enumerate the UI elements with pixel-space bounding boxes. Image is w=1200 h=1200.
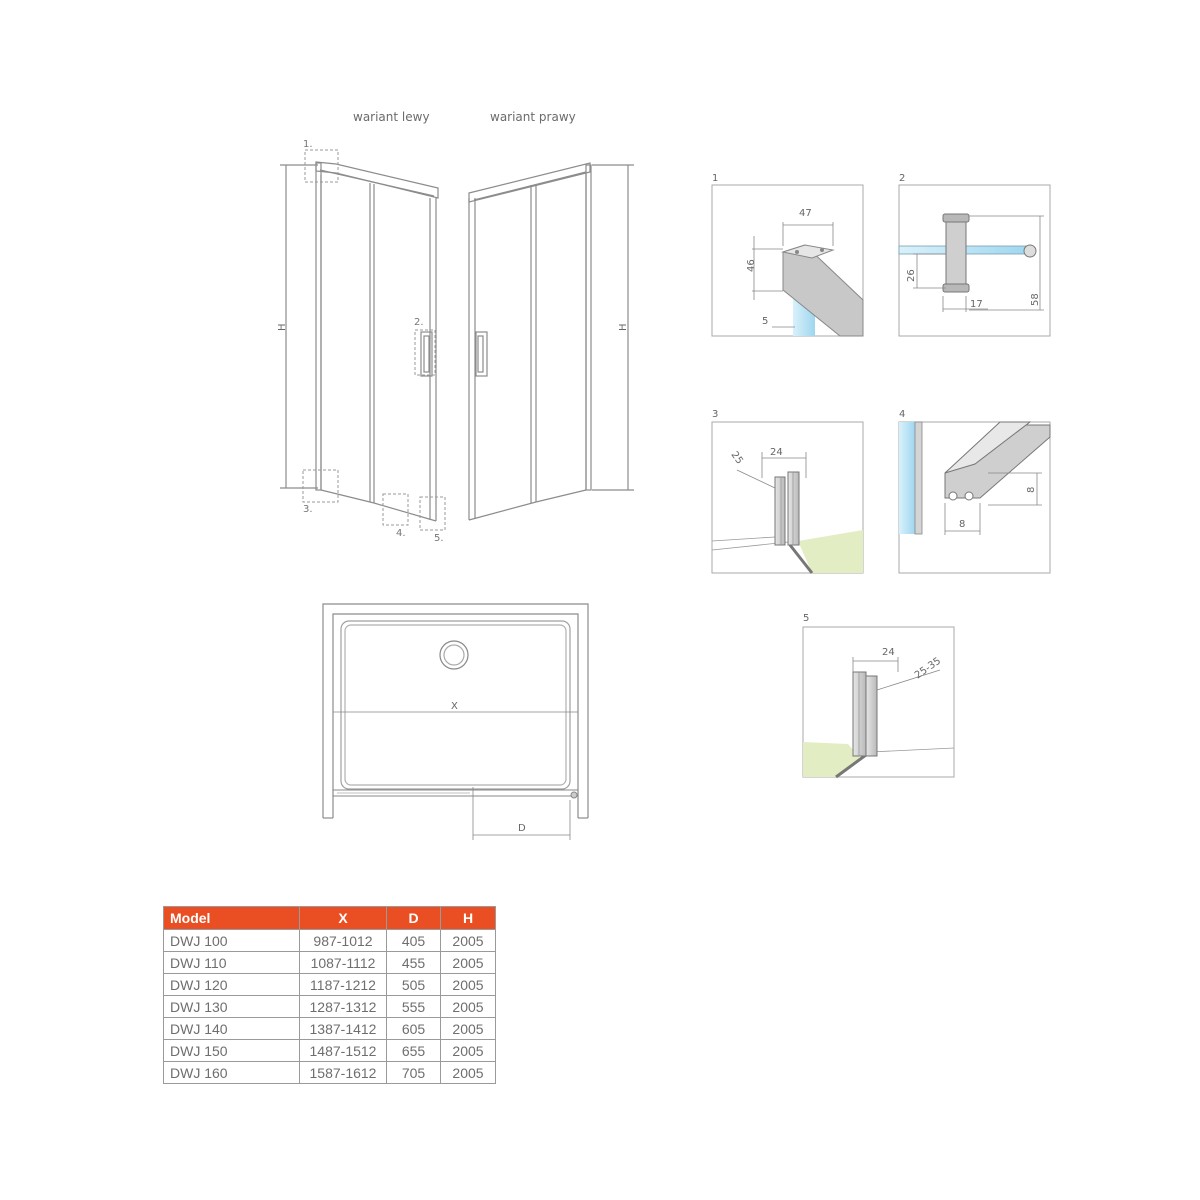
detail-3-number: 3 xyxy=(712,409,718,420)
table-row: DWJ 130 1287-1312 555 2005 xyxy=(163,995,496,1018)
right-variant-elevation xyxy=(468,162,634,521)
cell-h: 2005 xyxy=(440,1039,496,1062)
detail-1 xyxy=(711,184,864,337)
cell-d: 555 xyxy=(386,995,441,1018)
detail-4-dim-height: 8 xyxy=(1026,487,1037,493)
header-x: X xyxy=(299,906,387,930)
table-row: DWJ 150 1487-1512 655 2005 xyxy=(163,1039,496,1062)
cell-h: 2005 xyxy=(440,995,496,1018)
table-row: DWJ 110 1087-1112 455 2005 xyxy=(163,951,496,974)
detail-5 xyxy=(802,626,955,779)
callout-2: 2. xyxy=(414,317,424,328)
cell-h: 2005 xyxy=(440,1017,496,1040)
table-row: DWJ 140 1387-1412 605 2005 xyxy=(163,1017,496,1040)
detail-1-dim-height: 46 xyxy=(746,259,757,272)
table-header-row: Model X D H xyxy=(163,906,496,930)
table-row: DWJ 160 1587-1612 705 2005 xyxy=(163,1061,496,1084)
cell-model: DWJ 100 xyxy=(163,929,300,952)
detail-4 xyxy=(898,421,1051,574)
cell-h: 2005 xyxy=(440,973,496,996)
cell-d: 505 xyxy=(386,973,441,996)
detail-2-dim-total: 58 xyxy=(1030,293,1041,306)
detail-2-dim-height: 26 xyxy=(906,269,917,282)
left-callout-boxes xyxy=(302,149,446,531)
cell-x: 1187-1212 xyxy=(299,973,387,996)
callout-3: 3. xyxy=(303,504,313,515)
table-row: DWJ 100 987-1012 405 2005 xyxy=(163,929,496,952)
cell-d: 405 xyxy=(386,929,441,952)
technical-drawing: wariant lewy wariant prawy H 1. 2. 3. xyxy=(277,110,1051,840)
cell-d: 605 xyxy=(386,1017,441,1040)
specs-table: Model X D H DWJ 100 987-1012 405 2005 DW… xyxy=(163,906,496,1084)
header-h: H xyxy=(440,906,496,930)
cell-h: 2005 xyxy=(440,951,496,974)
detail-5-number: 5 xyxy=(803,613,809,624)
cell-model: DWJ 130 xyxy=(163,995,300,1018)
cell-model: DWJ 110 xyxy=(163,951,300,974)
table-row: DWJ 120 1187-1212 505 2005 xyxy=(163,973,496,996)
left-height-symbol: H xyxy=(277,323,288,331)
detail-1-dim-glass: 5 xyxy=(762,316,768,327)
plan-view xyxy=(322,603,589,840)
detail-2-number: 2 xyxy=(899,173,905,184)
detail-2-dim-offset: 17 xyxy=(970,299,983,310)
cell-d: 655 xyxy=(386,1039,441,1062)
cell-x: 1487-1512 xyxy=(299,1039,387,1062)
header-d: D xyxy=(386,906,441,930)
detail-5-dim-width: 24 xyxy=(882,647,895,658)
cell-model: DWJ 150 xyxy=(163,1039,300,1062)
cell-h: 2005 xyxy=(440,929,496,952)
detail-3 xyxy=(711,421,864,574)
cell-model: DWJ 120 xyxy=(163,973,300,996)
detail-4-number: 4 xyxy=(899,409,905,420)
detail-1-number: 1 xyxy=(712,173,718,184)
cell-x: 1387-1412 xyxy=(299,1017,387,1040)
cell-x: 1087-1112 xyxy=(299,951,387,974)
detail-1-dim-width: 47 xyxy=(799,208,812,219)
cell-model: DWJ 160 xyxy=(163,1061,300,1084)
detail-4-dim-width: 8 xyxy=(959,519,965,530)
cell-d: 455 xyxy=(386,951,441,974)
plan-width-symbol: X xyxy=(451,701,458,712)
cell-x: 987-1012 xyxy=(299,929,387,952)
plan-door-symbol: D xyxy=(518,823,526,834)
cell-model: DWJ 140 xyxy=(163,1017,300,1040)
cell-d: 705 xyxy=(386,1061,441,1084)
detail-3-dim-width: 24 xyxy=(770,447,783,458)
callout-4: 4. xyxy=(396,528,406,539)
header-model: Model xyxy=(163,906,300,930)
callout-1: 1. xyxy=(303,139,313,150)
cell-h: 2005 xyxy=(440,1061,496,1084)
variant-right-label: wariant prawy xyxy=(490,110,576,124)
left-variant-elevation xyxy=(280,161,439,522)
callout-5: 5. xyxy=(434,533,444,544)
cell-x: 1587-1612 xyxy=(299,1061,387,1084)
right-height-symbol: H xyxy=(618,323,629,331)
cell-x: 1287-1312 xyxy=(299,995,387,1018)
detail-2 xyxy=(898,184,1051,337)
variant-left-label: wariant lewy xyxy=(353,110,430,124)
